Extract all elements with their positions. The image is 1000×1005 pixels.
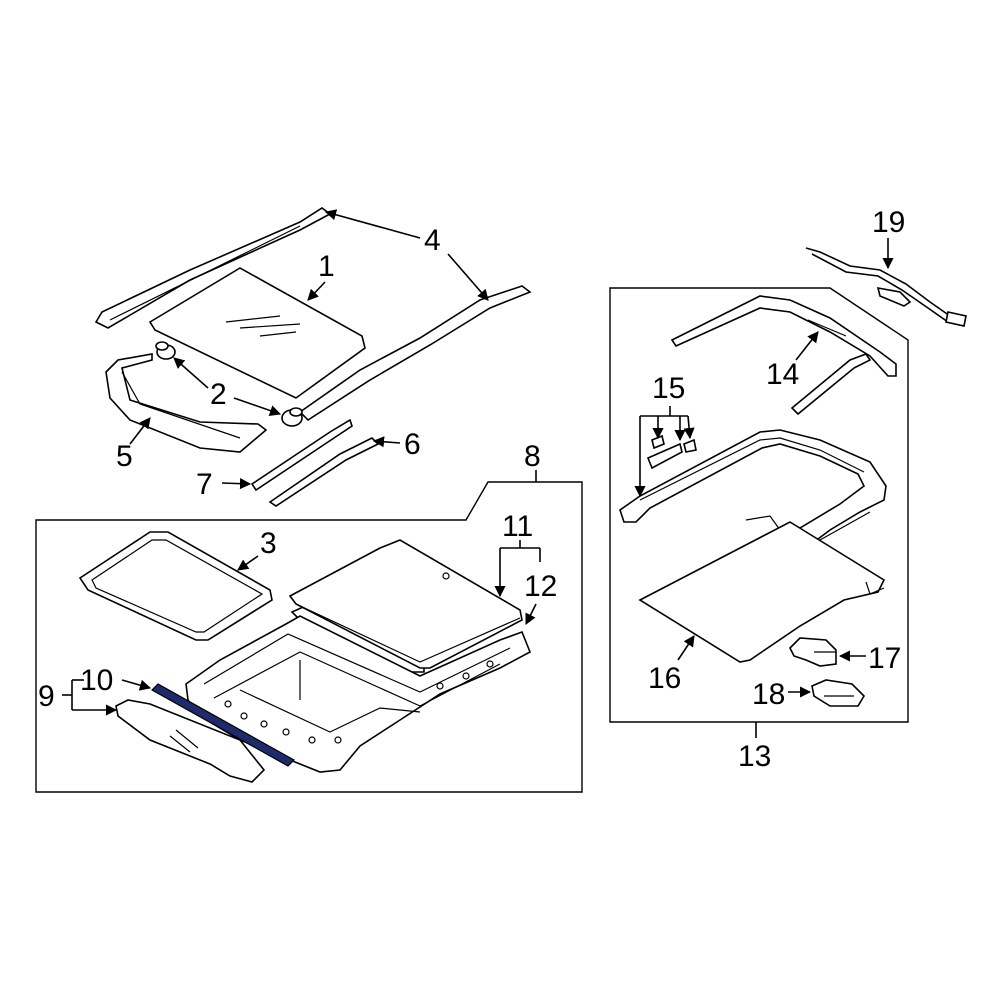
label-12: 12: [524, 570, 557, 603]
part-9-sunshade: [115, 699, 266, 783]
part-4-rear-molding: [298, 285, 532, 422]
part-15-clips: [646, 434, 697, 470]
part-16-sunshade-panel: [638, 521, 886, 663]
part-14-frame-cable: [670, 295, 897, 416]
label-2: 2: [210, 378, 227, 411]
label-7: 7: [196, 468, 213, 501]
label-19: 19: [872, 206, 905, 239]
part-6-seal-strip: [268, 437, 380, 507]
group-box-8: [35, 481, 583, 793]
label-4: 4: [424, 224, 441, 257]
part-7-seal-strip: [250, 418, 353, 492]
label-11: 11: [502, 510, 533, 543]
label-9: 9: [38, 680, 55, 713]
label-14: 14: [766, 358, 799, 391]
part-10-seal-highlight: [151, 683, 295, 767]
label-16: 16: [648, 662, 681, 695]
label-3: 3: [260, 527, 277, 560]
part-19-wire-harness: [805, 247, 967, 327]
group-box-13: [609, 287, 909, 723]
part-2-stop-upper: [155, 341, 176, 360]
label-1: 1: [318, 250, 335, 283]
label-13: 13: [738, 740, 771, 773]
part-18-module: [811, 679, 866, 707]
label-8: 8: [524, 440, 541, 473]
part-1-glass-panel: [148, 267, 366, 399]
label-17: 17: [868, 642, 901, 675]
label-18: 18: [752, 678, 785, 711]
label-15: 15: [652, 372, 685, 405]
part-3-weatherstrip: [78, 531, 273, 641]
label-5: 5: [116, 440, 133, 473]
label-10: 10: [80, 664, 113, 697]
part-11-12-insulator-panels: [288, 539, 523, 673]
part-2-stop-lower: [281, 407, 303, 427]
part-17-motor: [789, 637, 837, 667]
label-6: 6: [404, 428, 421, 461]
